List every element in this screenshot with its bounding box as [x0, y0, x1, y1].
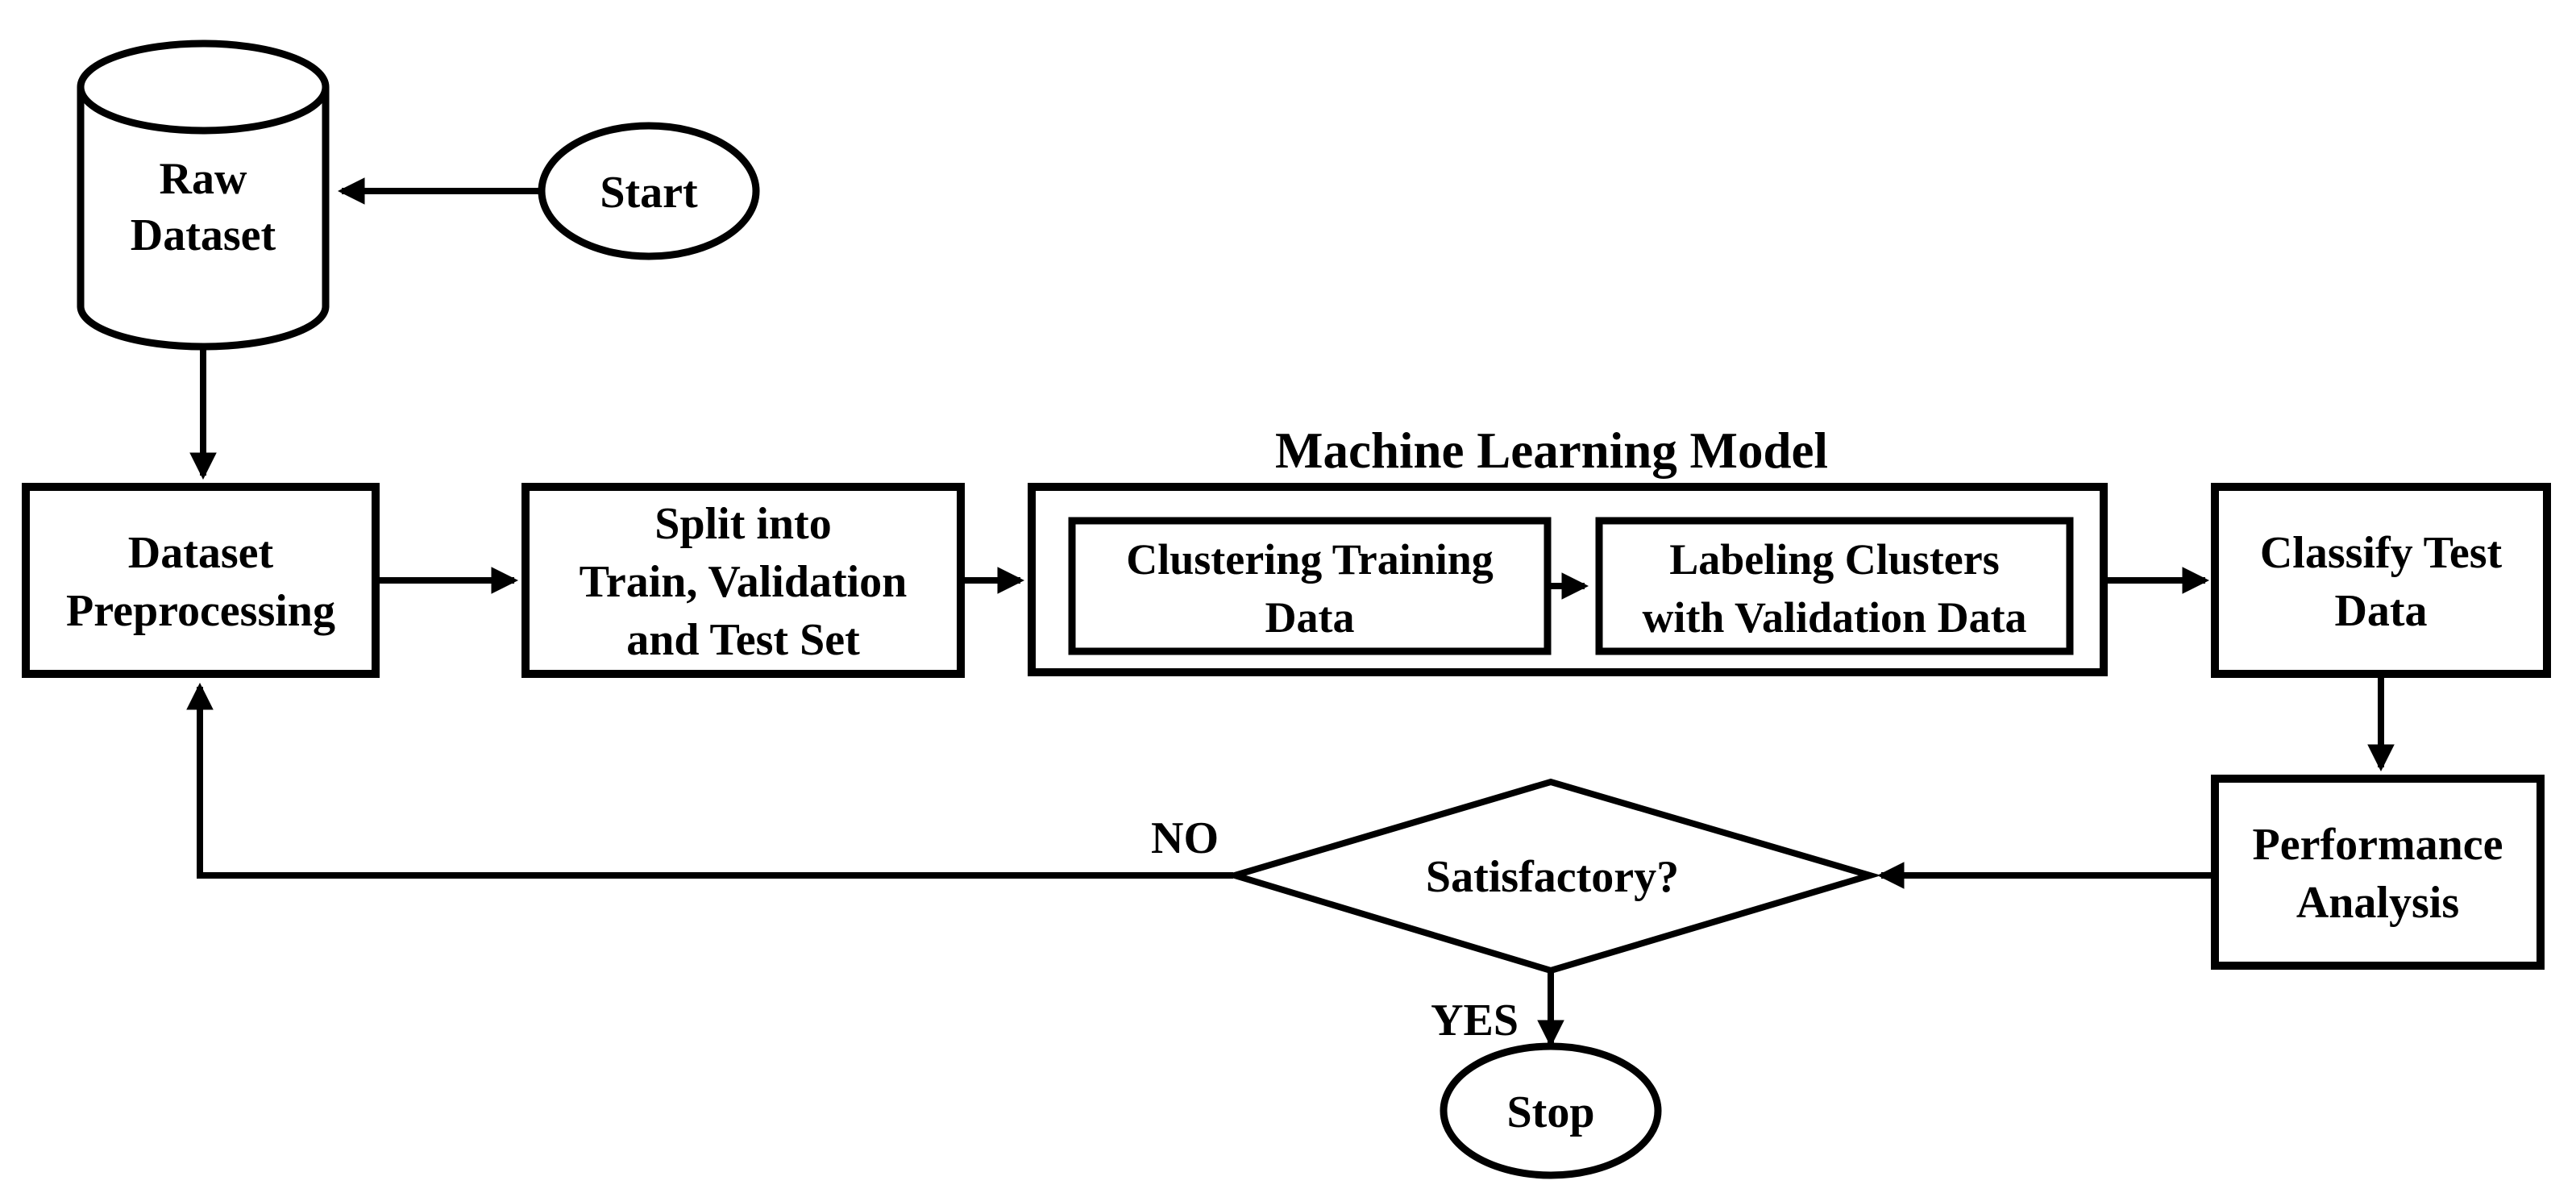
- split-box: [521, 483, 965, 678]
- performance-box: [2211, 775, 2545, 970]
- stop-label: Stop: [1507, 1087, 1595, 1137]
- dataset-preprocessing-label-line-1: Dataset: [128, 528, 274, 578]
- performance-label-line-1: Performance: [2253, 820, 2503, 870]
- clustering-label-line-1: Clustering Training: [1126, 535, 1494, 584]
- yes-edge-label: YES: [1431, 996, 1519, 1045]
- raw-dataset-label-line-2: Dataset: [131, 210, 276, 260]
- start-ellipse: [538, 122, 760, 260]
- arrow-decision-no-to-preprocessing: [186, 682, 1233, 879]
- decision-node: Satisfactory?: [1224, 778, 1882, 975]
- raw-dataset-cylinder-top: [77, 39, 330, 135]
- raw-dataset-label-line-1: Raw: [160, 154, 247, 204]
- labeling-node: Labeling Clusters with Validation Data: [1595, 517, 2074, 655]
- split-label-line-3: and Test Set: [626, 615, 860, 665]
- ml-container-title: Machine Learning Model: [1275, 422, 1828, 479]
- start-label: Start: [600, 168, 698, 218]
- labeling-box: [1595, 517, 2074, 655]
- classify-label-line-2: Data: [2334, 586, 2427, 636]
- raw-dataset-cylinder-body: [77, 87, 330, 351]
- classify-label-line-1: Classify Test: [2260, 528, 2503, 578]
- split-node: Split into Train, Validation and Test Se…: [521, 483, 965, 678]
- start-node: Start: [538, 122, 760, 260]
- decision-label: Satisfactory?: [1426, 852, 1679, 902]
- performance-label-line-2: Analysis: [2296, 878, 2459, 928]
- clustering-box: [1068, 517, 1552, 655]
- no-edge-label: NO: [1151, 813, 1219, 863]
- dataset-preprocessing-node: Dataset Preprocessing: [22, 483, 380, 678]
- classify-box: [2211, 483, 2551, 678]
- clustering-node: Clustering Training Data: [1068, 517, 1552, 655]
- stop-ellipse: [1440, 1042, 1662, 1179]
- decision-diamond: [1224, 778, 1882, 975]
- classify-node: Classify Test Data: [2211, 483, 2551, 678]
- labeling-label-line-1: Labeling Clusters: [1669, 535, 2000, 584]
- split-label-line-1: Split into: [654, 499, 831, 549]
- clustering-label-line-2: Data: [1265, 593, 1355, 642]
- stop-node: Stop: [1440, 1042, 1662, 1179]
- dataset-preprocessing-label-line-2: Preprocessing: [66, 586, 335, 636]
- ml-container-node: Machine Learning Model Clustering Traini…: [1028, 422, 2108, 676]
- split-label-line-2: Train, Validation: [580, 557, 908, 607]
- dataset-preprocessing-box: [22, 483, 380, 678]
- raw-dataset-node: Raw Dataset: [77, 39, 330, 351]
- labeling-label-line-2: with Validation Data: [1642, 593, 2026, 642]
- performance-node: Performance Analysis: [2211, 775, 2545, 970]
